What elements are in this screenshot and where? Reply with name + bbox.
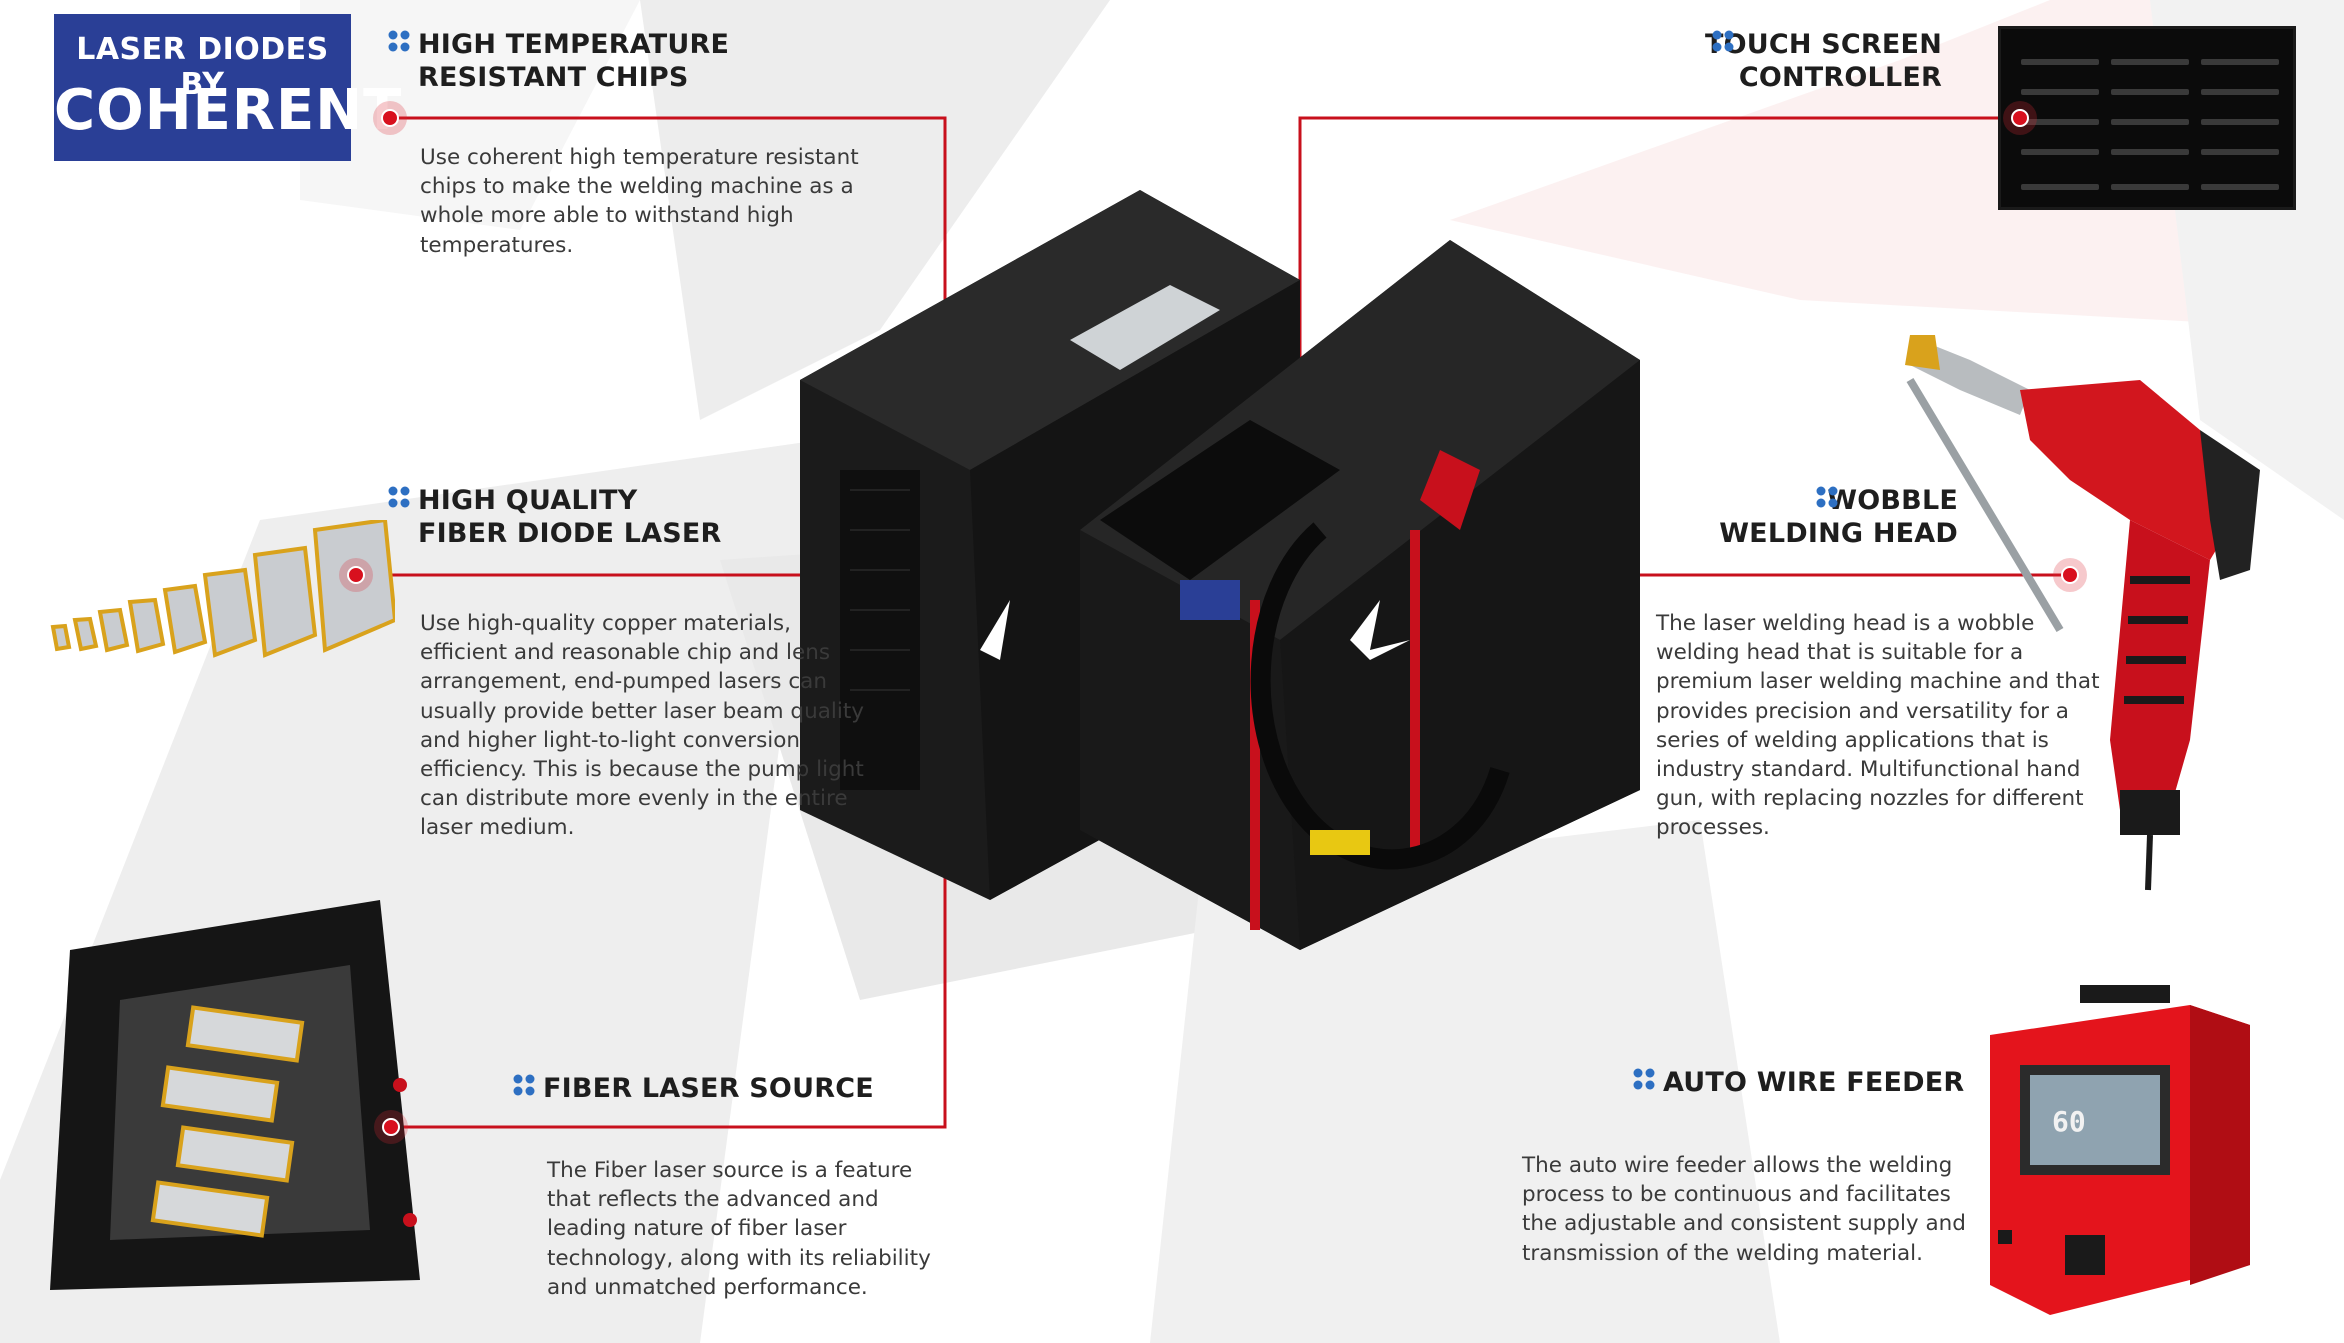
wobble-heading: WOBBLE WELDING HEAD [1700, 484, 1958, 550]
wobble-title-line-1: WOBBLE [1827, 485, 1958, 516]
fiber-diode-desc-line: and higher light-to-light conversion [420, 727, 801, 753]
wobble-desc-line: provides precision and versatility for a [1656, 698, 2069, 724]
callout-dot-icon [373, 101, 407, 135]
wire-feeder-image: 60 [1970, 985, 2260, 1325]
chips-title-line-2: RESISTANT CHIPS [418, 62, 689, 93]
fiber-diode-desc-line: laser medium. [420, 815, 575, 841]
callout-dot-icon [2053, 558, 2087, 592]
wobble-desc-line: premium laser welding machine and that [1656, 669, 2100, 695]
logo-line-1: LASER DIODES BY [76, 32, 329, 102]
chips-desc-line: whole more able to withstand high [420, 203, 794, 229]
wobble-desc-line: gun, with replacing nozzles for differen… [1656, 786, 2084, 812]
chips-desc-line: Use coherent high temperature resistant [420, 145, 859, 170]
fiber-diode-heading: HIGH QUALITY FIBER DIODE LASER [388, 484, 722, 550]
fiber-diode-desc-line: efficiency. This is because the pump lig… [420, 757, 864, 783]
wire-feeder-desc-line: process to be continuous and facilitates [1522, 1182, 1951, 1208]
touch-screen-heading: TOUCH SCREEN CONTROLLER [1680, 28, 1942, 94]
touch-screen-title-line-2: CONTROLLER [1738, 62, 1942, 93]
fiber-source-description: The Fiber laser source is a feature that… [547, 1156, 931, 1302]
laser-star-logo-icon [1340, 235, 1370, 270]
wire-feeder-heading: AUTO WIRE FEEDER [1633, 1066, 1964, 1099]
fiber-diode-desc-line: Use high-quality copper materials, [420, 611, 791, 636]
fiber-source-desc-line: technology, along with its reliability [547, 1245, 931, 1271]
fiber-diode-desc-line: usually provide better laser beam qualit… [420, 698, 864, 724]
fiber-source-desc-line: leading nature of fiber laser [547, 1216, 847, 1242]
laser-welding-machine-image [800, 190, 1640, 950]
logo-line-2: COHERENT [54, 78, 403, 143]
four-dot-marker-icon [1633, 1068, 1655, 1090]
four-dot-marker-icon [1816, 486, 1838, 508]
four-dot-marker-icon [513, 1074, 535, 1096]
chips-title-line-1: HIGH TEMPERATURE [418, 29, 730, 60]
wobble-desc-line: series of welding applications that is [1656, 727, 2049, 753]
callout-dot-icon [2003, 101, 2037, 135]
touch-screen-controller-image [1998, 26, 2296, 210]
fiber-diode-title-line-2: FIBER DIODE LASER [418, 518, 722, 549]
fiber-laser-source-image [50, 900, 420, 1290]
fiber-diode-desc-line: arrangement, end-pumped lasers can [420, 669, 827, 695]
fiber-diode-desc-line: can distribute more evenly in the entire [420, 786, 848, 812]
chips-heading: HIGH TEMPERATURE RESISTANT CHIPS [388, 28, 729, 94]
four-dot-marker-icon [1712, 30, 1734, 52]
wire-feeder-desc-line: transmission of the welding material. [1522, 1240, 1923, 1266]
fiber-source-desc-line: that reflects the advanced and [547, 1187, 879, 1213]
chips-desc-line: temperatures. [420, 232, 574, 258]
wire-feeder-description: The auto wire feeder allows the welding … [1522, 1151, 1966, 1268]
fiber-diode-description: Use high-quality copper materials, effic… [420, 609, 864, 843]
fiber-source-desc-line: The Fiber laser source is a feature [547, 1158, 913, 1183]
touch-screen-title-line-1: TOUCH SCREEN [1704, 29, 1942, 60]
chips-desc-line: chips to make the welding machine as a [420, 174, 854, 200]
fiber-diode-desc-line: efficient and reasonable chip and lens [420, 640, 831, 666]
fiber-source-title-line-1: FIBER LASER SOURCE [543, 1073, 874, 1104]
wire-feeder-display-value: 60 [2052, 1105, 2086, 1138]
diode-laser-modules-image [50, 520, 395, 658]
wire-feeder-desc-line: The auto wire feeder allows the welding [1522, 1153, 1953, 1178]
wobble-desc-line: welding head that is suitable for a [1656, 640, 2024, 666]
wobble-title-line-2: WELDING HEAD [1719, 518, 1958, 549]
wire-feeder-desc-line: the adjustable and consistent supply and [1522, 1211, 1966, 1237]
wobble-desc-line: The laser welding head is a wobble [1656, 611, 2035, 636]
four-dot-marker-icon [388, 486, 410, 508]
wire-feeder-title-line-1: AUTO WIRE FEEDER [1663, 1067, 1965, 1098]
coherent-logo: LASER DIODES BY COHERENT [54, 14, 403, 161]
wobble-desc-line: processes. [1656, 815, 1770, 841]
fiber-source-desc-line: and unmatched performance. [547, 1274, 868, 1300]
callout-dot-icon [374, 1110, 408, 1144]
wobble-description: The laser welding head is a wobble weldi… [1656, 609, 2100, 843]
wobble-desc-line: industry standard. Multifunctional hand [1656, 757, 2081, 783]
chips-description: Use coherent high temperature resistant … [420, 143, 859, 260]
welding-gun-image [1905, 335, 2260, 891]
fiber-diode-title-line-1: HIGH QUALITY [418, 485, 638, 516]
fiber-source-heading: FIBER LASER SOURCE [513, 1072, 874, 1105]
four-dot-marker-icon [388, 30, 410, 52]
callout-dot-icon [339, 558, 373, 592]
